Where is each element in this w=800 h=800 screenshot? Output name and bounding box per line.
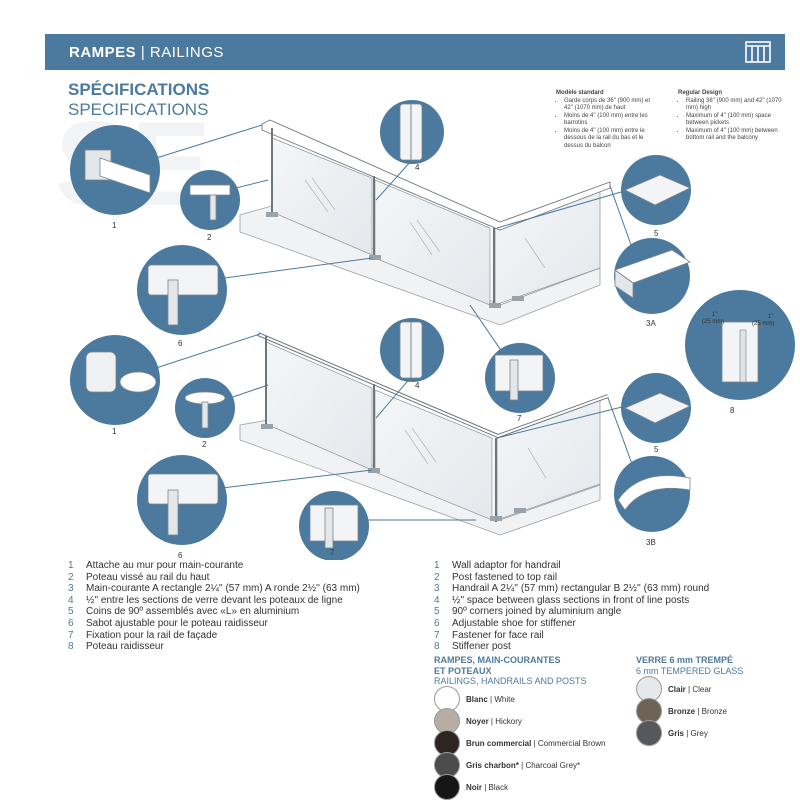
callout-2-lower: 2	[202, 440, 207, 449]
callout-1-upper: 1	[112, 221, 117, 230]
swatch-dot	[434, 708, 460, 734]
color-swatch-hickory: Noyer | Hickory	[434, 708, 522, 734]
lower-railing-assembly	[239, 332, 609, 536]
spec-title-en: SPECIFICATIONS	[68, 100, 209, 119]
swatch-dot	[434, 686, 460, 712]
callout-4-lower: 4	[415, 381, 420, 390]
swatch-dot	[434, 774, 460, 800]
callout-3a: 3A	[646, 319, 656, 328]
section-title: RAMPES | RAILINGS	[69, 44, 224, 61]
color-swatch-black: Noir | Black	[434, 774, 508, 800]
color-swatch-charcoal-grey: Gris charbon* | Charcoal Grey*	[434, 752, 580, 778]
callout-8: 8	[730, 406, 735, 415]
svg-text:1'': 1''	[768, 314, 774, 320]
callout-6-lower: 6	[178, 551, 183, 560]
railing-colors-heading: RAMPES, MAIN-COURANTES ET POTEAUX RAILIN…	[434, 655, 587, 686]
glass-swatch-clear: Clair | Clear	[636, 676, 711, 702]
glass-swatch-bronze: Bronze | Bronze	[636, 698, 727, 724]
detail-callouts	[70, 100, 795, 560]
railing-logo-icon	[745, 41, 771, 63]
stiffener-dimensions: 1'' (25 mm) 1'' (25 mm)	[702, 312, 774, 327]
standard-model-note: Modèle standard Garde corps de 36'' (900…	[556, 90, 656, 150]
swatch-dot	[636, 698, 662, 724]
callout-5-lower: 5	[654, 445, 659, 454]
regular-design-note: Regular Design Railing 36'' (900 mm) and…	[678, 90, 790, 143]
railing-diagram: 1 2 4 5 3A 6 1 2 4 7 8 5 6 7 3B 1'' (25 …	[70, 100, 795, 560]
callout-7-lower: 7	[330, 548, 335, 557]
callout-numbers: 1 2 4 5 3A 6 1 2 4 7 8 5 6 7 3B	[112, 163, 735, 560]
upper-railing-assembly	[239, 119, 611, 326]
svg-text:(25 mm): (25 mm)	[752, 321, 774, 327]
callout-6-upper: 6	[178, 339, 183, 348]
callout-2-upper: 2	[207, 233, 212, 242]
callout-5-upper: 5	[654, 229, 659, 238]
svg-text:1'': 1''	[712, 312, 718, 318]
section-header: RAMPES | RAILINGS	[45, 34, 785, 70]
spec-title-fr: SPÉCIFICATIONS	[68, 80, 210, 99]
callout-7-upper: 7	[517, 414, 522, 423]
callout-1-lower: 1	[112, 427, 117, 436]
glass-heading: VERRE 6 mm TREMPÉ 6 mm TEMPERED GLASS	[636, 655, 744, 676]
specifications-title: SPÉCIFICATIONS SPECIFICATIONS	[68, 80, 209, 120]
swatch-dot	[636, 720, 662, 746]
callout-4-upper: 4	[415, 163, 420, 172]
callout-3b: 3B	[646, 538, 656, 547]
color-swatch-white: Blanc | White	[434, 686, 515, 712]
glass-swatch-grey: Gris | Grey	[636, 720, 708, 746]
svg-text:(25 mm): (25 mm)	[702, 319, 724, 325]
